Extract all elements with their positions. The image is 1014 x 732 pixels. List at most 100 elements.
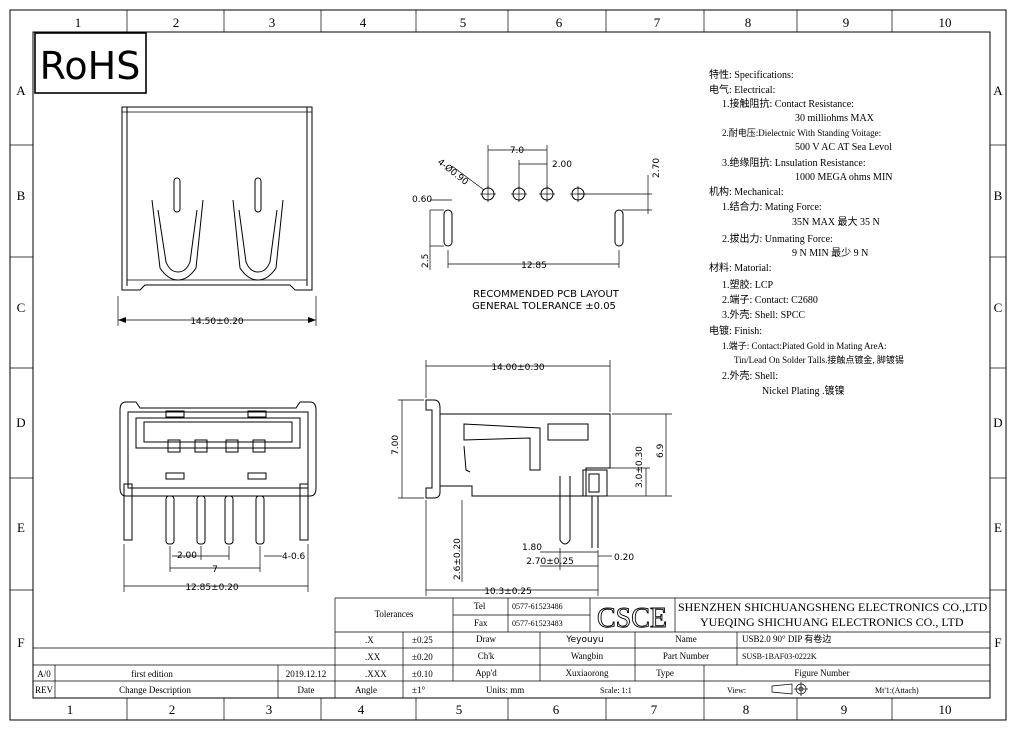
specifications: 特性: Specifications: 电气: Electrical: 1.接触… <box>709 68 904 397</box>
dim-pcb-2: 2.00 <box>552 160 572 170</box>
dim-pin-width: 4-0.6 <box>282 552 306 562</box>
col-label: 7 <box>651 702 658 717</box>
spec-electrical: 电气: Electrical: <box>709 83 775 96</box>
side-dims: 14.00±0.30 7.00 6.9 3.0±0.30 1.80 2.70±0… <box>391 363 666 597</box>
spec-m1: 1.结合力: Mating Force: <box>722 200 822 213</box>
tel-label: Tel <box>474 601 486 611</box>
spec-f2: 2.外壳: Shell: <box>722 369 778 382</box>
spec-e3: 3.绝缘阻抗: Lnsulation Resistance: <box>722 156 866 169</box>
rohs-logo: RoHS <box>40 44 141 88</box>
dim-pcb-25: 2.5 <box>421 254 431 268</box>
tol-key: .XXX <box>365 669 387 679</box>
tol-key: .X <box>365 635 374 645</box>
spec-e1-value: 30 milliohms MAX <box>795 113 875 124</box>
spec-e2-value: 500 V AC AT Sea Levol <box>795 142 892 153</box>
rev-header: REV <box>35 685 54 695</box>
units: Units: mm <box>486 685 524 695</box>
col-label: 10 <box>939 15 952 30</box>
fax-value: 0577-61523483 <box>512 619 563 628</box>
title-block: Tolerances Tel 0577-61523486 Fax 0577-61… <box>35 600 988 695</box>
pcb-caption: RECOMMENDED PCB LAYOUT <box>473 289 620 300</box>
col-label: 8 <box>745 15 752 30</box>
check-label: Ch'k <box>478 651 495 661</box>
spec-e1: 1.接触阻抗: Contact Resistance: <box>722 97 854 110</box>
dim-pcb-1285: 12.85 <box>521 261 547 271</box>
col-label: 6 <box>553 702 560 717</box>
pcb-layout <box>429 145 652 270</box>
tol-value: ±1° <box>412 685 425 695</box>
dim-pcb-060: 0.60 <box>412 195 432 205</box>
spec-m2: 2.拔出力: Unmating Force: <box>722 232 833 245</box>
pcb-tolerance: GENERAL TOLERANCE ±0.05 <box>472 301 616 312</box>
name-label: Name <box>675 634 697 644</box>
spec-mechanical: 机构: Mechanical: <box>709 185 784 198</box>
dim-pitch-7: 7 <box>212 565 218 575</box>
col-label: 1 <box>67 702 74 717</box>
tol-key: Angle <box>355 685 377 695</box>
view-label: View: <box>727 686 746 695</box>
dim-side-26: 2.6±0.20 <box>453 538 463 580</box>
dim-pcb-hole: 4-Ø0.90 <box>435 157 470 188</box>
row-label: B <box>17 188 26 203</box>
side-view <box>398 360 672 596</box>
dim-side-69: 6.9 <box>656 443 666 458</box>
row-label: F <box>994 635 1001 650</box>
spec-m2-value: 9 N MIN 最少 9 N <box>792 247 868 259</box>
spec-mat1: 1.塑胶: LCP <box>722 278 774 291</box>
check-value: Wangbin <box>571 651 604 661</box>
dim-front-bottom-width: 12.85±0.20 <box>185 583 239 593</box>
col-label: 2 <box>169 702 176 717</box>
row-label: E <box>17 520 25 535</box>
rev-a: A/0 <box>37 669 51 679</box>
pcb-dims: 7.0 2.00 4-Ø0.90 0.60 2.70 2.5 12.85 <box>412 146 662 271</box>
col-label: 9 <box>841 702 848 717</box>
company-name-2: YUEQING SHICHUANG ELECTRONICS CO., LTD <box>700 615 964 629</box>
dim-side-180: 1.80 <box>522 543 542 553</box>
tel-value: 0577-61523486 <box>512 602 563 611</box>
front-view-bottom <box>119 401 317 592</box>
scale: Scale: 1:1 <box>600 686 632 695</box>
row-label: C <box>17 300 26 315</box>
company-name-1: SHENZHEN SHICHUANGSHENG ELECTRONICS CO.,… <box>678 600 988 614</box>
title-block-grid <box>33 597 990 698</box>
date-header: Date <box>298 685 315 695</box>
dim-side-height: 7.00 <box>391 435 401 455</box>
spec-material: 材料: Matorial: <box>709 261 772 274</box>
col-label: 9 <box>843 15 850 30</box>
row-label: D <box>16 415 25 430</box>
spec-finish: 电镀: Finish: <box>709 324 762 337</box>
row-label: D <box>993 415 1002 430</box>
column-labels-bottom: 1 2 3 4 5 6 7 8 9 10 <box>67 702 952 717</box>
row-label: A <box>993 83 1003 98</box>
dim-side-020: 0.20 <box>614 553 634 563</box>
approved-value: Xuxiaorong <box>566 668 609 678</box>
tol-value: ±0.20 <box>412 652 433 662</box>
dim-side-103: 10.3±0.25 <box>484 587 532 597</box>
col-label: 1 <box>75 15 82 30</box>
dim-pcb-7: 7.0 <box>510 146 525 156</box>
rev-date: 2019.12.12 <box>286 669 327 679</box>
dim-pcb-270: 2.70 <box>652 158 662 178</box>
tolerances-label: Tolerances <box>375 609 414 619</box>
dim-side-length: 14.00±0.30 <box>491 363 545 373</box>
col-label: 4 <box>358 702 365 717</box>
spec-e2: 2.耐电压:Dielectnic With Standing Voitage: <box>722 127 881 138</box>
col-label: 4 <box>360 15 367 30</box>
draw-value: Yeyouyu <box>565 635 603 645</box>
projection-symbol-icon <box>771 682 808 696</box>
spec-f1-value: Tin/Lead On Solder Talls.接触点镀金, 脚镀锡 <box>734 354 904 365</box>
spec-mat3: 3.外壳: Shell: SPCC <box>722 308 805 321</box>
spec-f1: 1.端子: Contact:Piated Gold in Mating AreA… <box>722 340 886 351</box>
front-view-top <box>117 106 317 326</box>
row-label: E <box>994 520 1002 535</box>
spec-f2-value: Nickel Plating .镀镍 <box>762 384 845 397</box>
row-label: A <box>16 83 26 98</box>
spec-title: 特性: Specifications: <box>709 68 794 81</box>
spec-e3-value: 1000 MEGA ohms MIN <box>795 172 893 183</box>
tol-key: .XX <box>365 652 381 662</box>
spec-mat2: 2.端子: Contact: C2680 <box>722 293 818 306</box>
zone-ticks <box>10 10 1006 720</box>
column-labels-top: 1 2 3 4 5 6 7 8 9 10 <box>75 15 952 30</box>
row-labels-left: A B C D E F <box>16 83 26 650</box>
